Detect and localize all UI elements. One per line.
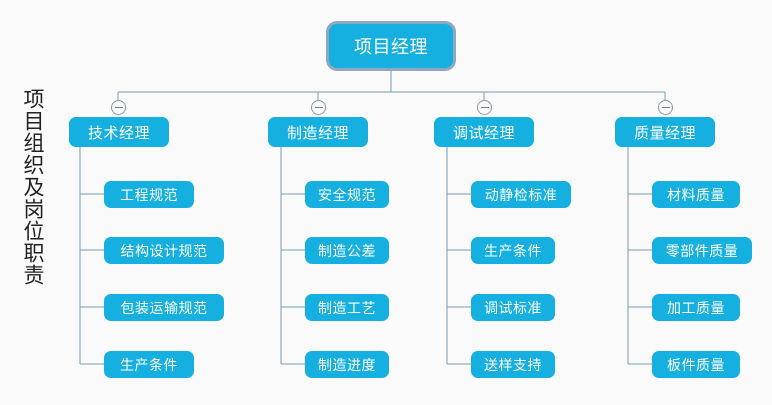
node-manager-commissioning[interactable]: 调试经理: [434, 117, 534, 147]
node-manager-technical[interactable]: 技术经理: [69, 117, 169, 147]
node-manager-manufacturing[interactable]: 制造经理: [268, 117, 368, 147]
minus-circle-icon-manager-4[interactable]: [658, 100, 673, 115]
minus-circle-icon-manager-1[interactable]: [111, 100, 126, 115]
node-leaf-col3-3[interactable]: 调试标准: [471, 294, 555, 321]
node-leaf-col3-2[interactable]: 生产条件: [471, 237, 555, 264]
minus-circle-icon-manager-3[interactable]: [477, 100, 492, 115]
chart-side-caption: 项目组织及岗位职责: [21, 88, 45, 286]
node-leaf-col1-1[interactable]: 工程规范: [104, 181, 194, 208]
node-root-project-manager[interactable]: 项目经理: [329, 24, 453, 68]
node-leaf-col1-2[interactable]: 结构设计规范: [104, 237, 224, 264]
node-leaf-col3-1[interactable]: 动静检标准: [471, 181, 571, 208]
node-leaf-col4-4[interactable]: 板件质量: [652, 351, 740, 378]
node-leaf-col1-3[interactable]: 包装运输规范: [104, 294, 224, 321]
node-manager-quality[interactable]: 质量经理: [615, 117, 715, 147]
node-leaf-col4-1[interactable]: 材料质量: [652, 181, 740, 208]
node-leaf-col2-4[interactable]: 制造进度: [305, 351, 389, 378]
node-leaf-col2-3[interactable]: 制造工艺: [305, 294, 389, 321]
node-leaf-col4-3[interactable]: 加工质量: [652, 294, 740, 321]
node-leaf-col4-2[interactable]: 零部件质量: [652, 237, 752, 264]
node-leaf-col3-4[interactable]: 送样支持: [471, 351, 555, 378]
node-leaf-col1-4[interactable]: 生产条件: [104, 351, 194, 378]
node-leaf-col2-1[interactable]: 安全规范: [305, 181, 389, 208]
minus-circle-icon-manager-2[interactable]: [311, 100, 326, 115]
node-leaf-col2-2[interactable]: 制造公差: [305, 237, 389, 264]
